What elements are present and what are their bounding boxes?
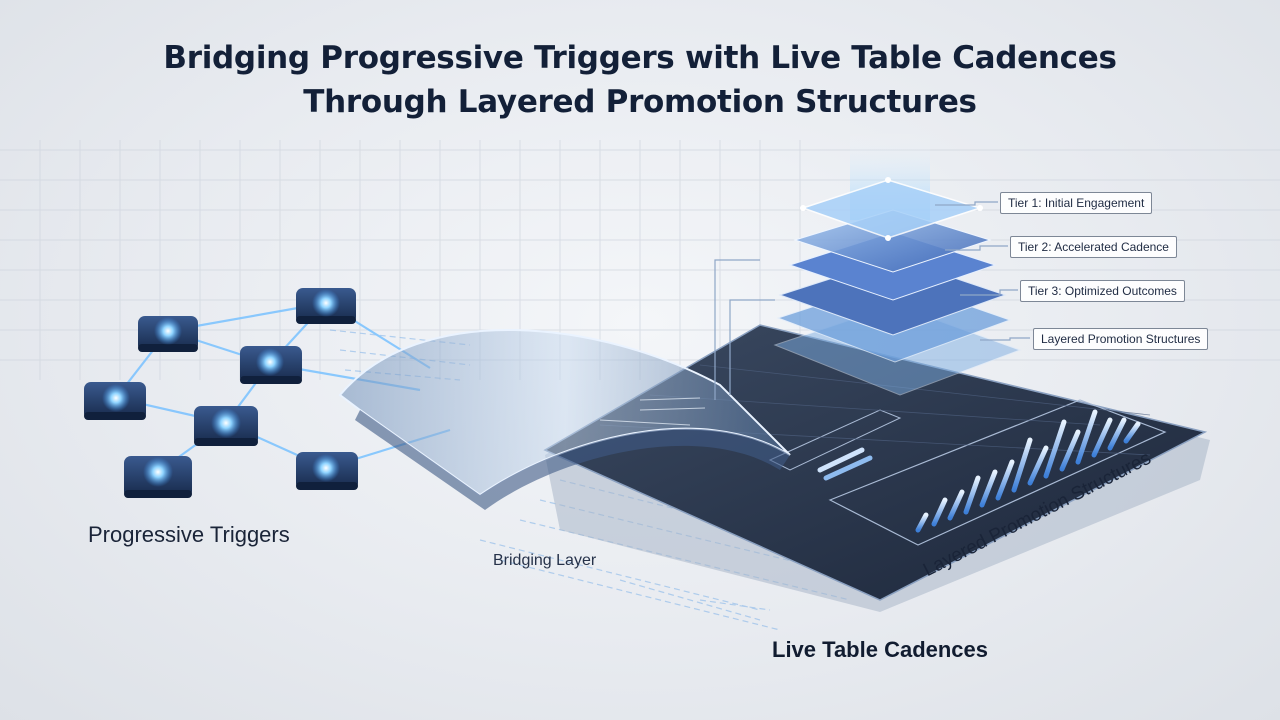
trigger-node-7 — [296, 452, 358, 490]
tier-connectors — [714, 201, 1030, 400]
trigger-node-5 — [194, 406, 258, 446]
trigger-node-2 — [296, 288, 356, 324]
panel-bar-chart — [817, 409, 1141, 533]
trigger-node-3 — [240, 346, 302, 384]
live-table-cadences-label: Live Table Cadences — [772, 637, 989, 662]
trigger-node-6 — [124, 456, 192, 498]
tier-stack — [773, 177, 1022, 396]
title-line-1: Bridging Progressive Triggers with Live … — [163, 40, 1117, 76]
tier-label-3: Tier 3: Optimized Outcomes — [1020, 280, 1185, 302]
tier-label-4: Layered Promotion Structures — [1033, 328, 1209, 350]
progressive-triggers-label: Progressive Triggers — [88, 522, 290, 547]
title-line-2: Through Layered Promotion Structures — [303, 84, 977, 120]
trigger-node-1 — [138, 316, 198, 352]
bridging-layer-label: Bridging Layer — [493, 552, 597, 569]
bridging-layer — [338, 329, 791, 510]
trigger-node-4 — [84, 382, 146, 420]
tier-label-1: Tier 1: Initial Engagement — [1000, 192, 1153, 214]
page-title: Bridging Progressive Triggers with Live … — [0, 36, 1280, 124]
tier-label-2: Tier 2: Accelerated Cadence — [1010, 236, 1177, 258]
